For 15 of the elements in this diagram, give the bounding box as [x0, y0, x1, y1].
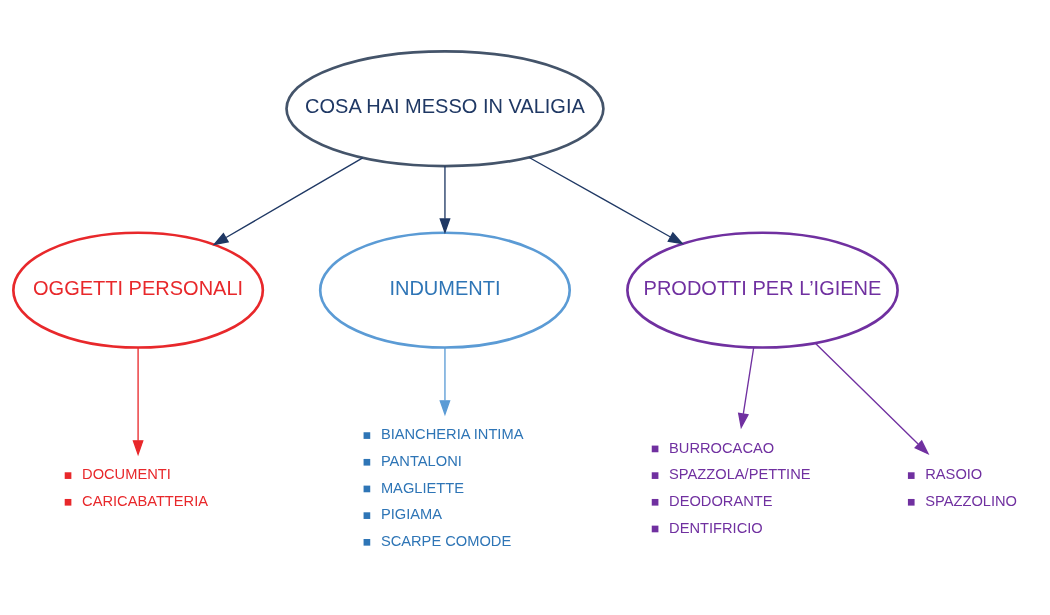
node-text: BURROCACAO SPAZZOLA/PETTINE DEODORANTE DENTIFRICIO	[669, 439, 811, 536]
arrow	[439, 347, 451, 417]
node-label: CARICABATTERIA	[82, 493, 208, 510]
arrow	[814, 342, 930, 456]
arrow	[439, 165, 451, 235]
node-ellipse: INDUMENTI	[318, 231, 572, 349]
arrow	[737, 347, 755, 430]
arrow	[212, 157, 364, 246]
node-label: DOCUMENTI	[82, 466, 171, 483]
node-label: SPAZZOLINO	[925, 493, 1018, 510]
node-label: RASOIO	[925, 466, 983, 483]
arrow	[132, 347, 144, 457]
node-ellipse: COSA HAI MESSO IN VALIGIA	[285, 50, 605, 168]
arrow	[528, 156, 684, 245]
node-text: BIANCHERIA INTIMA PANTALONI MAGLIETTE PIGIAMA SCARPE COMODE	[380, 426, 524, 550]
